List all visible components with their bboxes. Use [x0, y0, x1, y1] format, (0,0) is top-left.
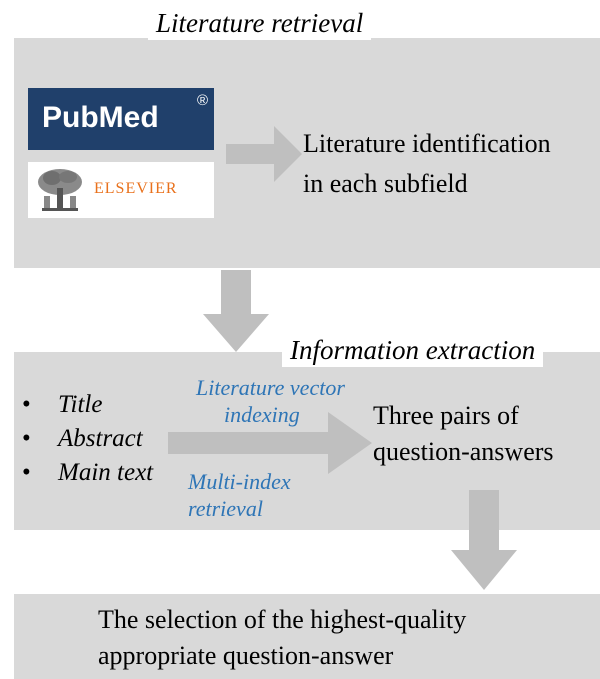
list-item-abstract: Abstract: [22, 422, 153, 456]
three-pairs-line-1: Three pairs of: [373, 401, 519, 430]
down-arrow-1: [203, 270, 269, 352]
three-pairs-text: Three pairs of question-answers: [373, 398, 554, 470]
list-item-main-text: Main text: [22, 456, 153, 490]
extraction-right-arrow: [168, 412, 372, 474]
selection-text: The selection of the highest-quality app…: [98, 602, 466, 674]
information-extraction-title: Information extraction: [282, 333, 544, 367]
multi-index-line-2: retrieval: [188, 496, 263, 521]
elsevier-tree-icon: [38, 169, 82, 211]
vector-indexing-line-2: indexing: [224, 402, 300, 427]
literature-vector-indexing-label: Literature vector indexing: [196, 374, 345, 428]
registered-mark: ®: [196, 92, 208, 109]
literature-retrieval-title: Literature retrieval: [148, 6, 372, 40]
pubmed-logo: PubMed ®: [28, 88, 214, 150]
selection-line-1: The selection of the highest-quality: [98, 605, 467, 634]
source-sections-list: Title Abstract Main text: [22, 388, 153, 490]
multi-index-retrieval-label: Multi-index retrieval: [188, 468, 291, 522]
vector-indexing-line-1: Literature vector: [196, 375, 345, 400]
literature-identification-line-1: Literature identification: [303, 129, 551, 158]
literature-identification-line-2: in each subfield: [303, 169, 468, 198]
pubmed-logo-text: PubMed: [42, 101, 159, 134]
multi-index-line-1: Multi-index: [188, 469, 291, 494]
literature-retrieval-box: [14, 38, 600, 268]
retrieval-right-arrow: [226, 126, 302, 182]
three-pairs-line-2: question-answers: [373, 437, 554, 466]
selection-box: [14, 594, 600, 679]
literature-identification-text: Literature identification in each subfie…: [303, 124, 551, 204]
elsevier-logo: ELSEVIER: [28, 162, 214, 218]
elsevier-logo-text: ELSEVIER: [94, 180, 178, 197]
selection-line-2: appropriate question-answer: [98, 641, 394, 670]
list-item-title: Title: [22, 388, 153, 422]
down-arrow-2: [451, 490, 517, 590]
